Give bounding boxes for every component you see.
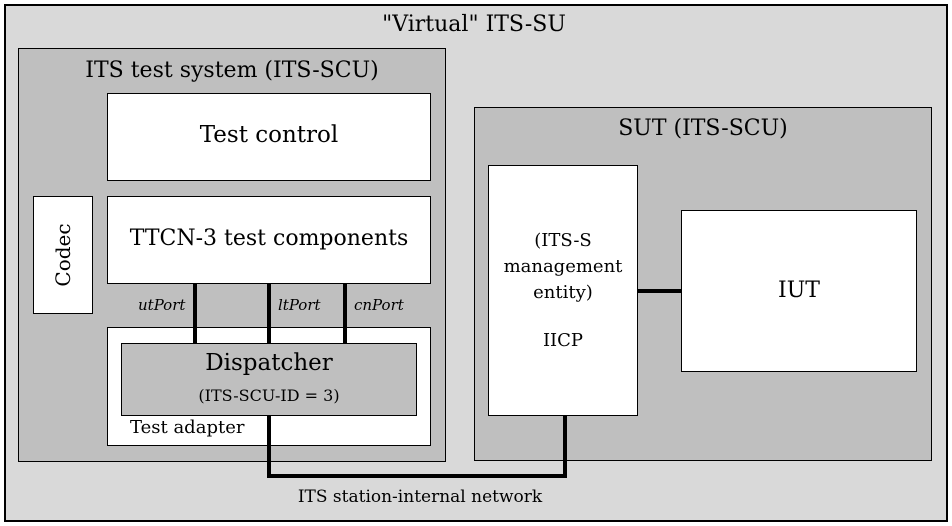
dispatcher-box xyxy=(121,343,417,416)
codec-box xyxy=(33,196,93,314)
ttcn3-test-components-box xyxy=(107,196,431,284)
network-line-mgmt-drop xyxy=(563,415,567,478)
network-label: ITS station-internal network xyxy=(297,487,543,507)
iicp-label: IICP xyxy=(542,330,584,351)
codec-label: Codec xyxy=(51,223,75,287)
mgmt-line-3: entity) xyxy=(533,282,593,303)
iut-label: IUT xyxy=(778,278,820,303)
lt-port-connector xyxy=(267,283,271,344)
iut-box xyxy=(681,210,917,372)
mgmt-line-2: management xyxy=(503,256,623,277)
cn-port-label: cnPort xyxy=(354,296,404,314)
network-line-dispatcher-drop xyxy=(267,415,271,478)
ttcn3-test-components-label: TTCN-3 test components xyxy=(129,226,409,251)
ut-port-label: utPort xyxy=(138,296,186,314)
lt-port-label: ltPort xyxy=(278,296,321,314)
mgmt-line-1: (ITS-S xyxy=(534,230,592,251)
mgmt-iut-connector xyxy=(637,289,682,293)
its-s-management-entity-box xyxy=(488,165,638,416)
cn-port-connector xyxy=(343,283,347,344)
virtual-its-su-title: "Virtual" ITS-SU xyxy=(382,12,566,37)
dispatcher-id-label: (ITS-SCU-ID = 3) xyxy=(198,386,340,405)
test-control-box xyxy=(107,93,431,181)
its-test-system-title: ITS test system (ITS-SCU) xyxy=(85,58,379,83)
test-adapter-label: Test adapter xyxy=(130,417,245,438)
ut-port-connector xyxy=(193,283,197,344)
sut-title: SUT (ITS-SCU) xyxy=(618,116,788,141)
network-line-horizontal xyxy=(267,474,567,478)
dispatcher-label: Dispatcher xyxy=(205,350,333,376)
test-control-label: Test control xyxy=(199,122,339,148)
